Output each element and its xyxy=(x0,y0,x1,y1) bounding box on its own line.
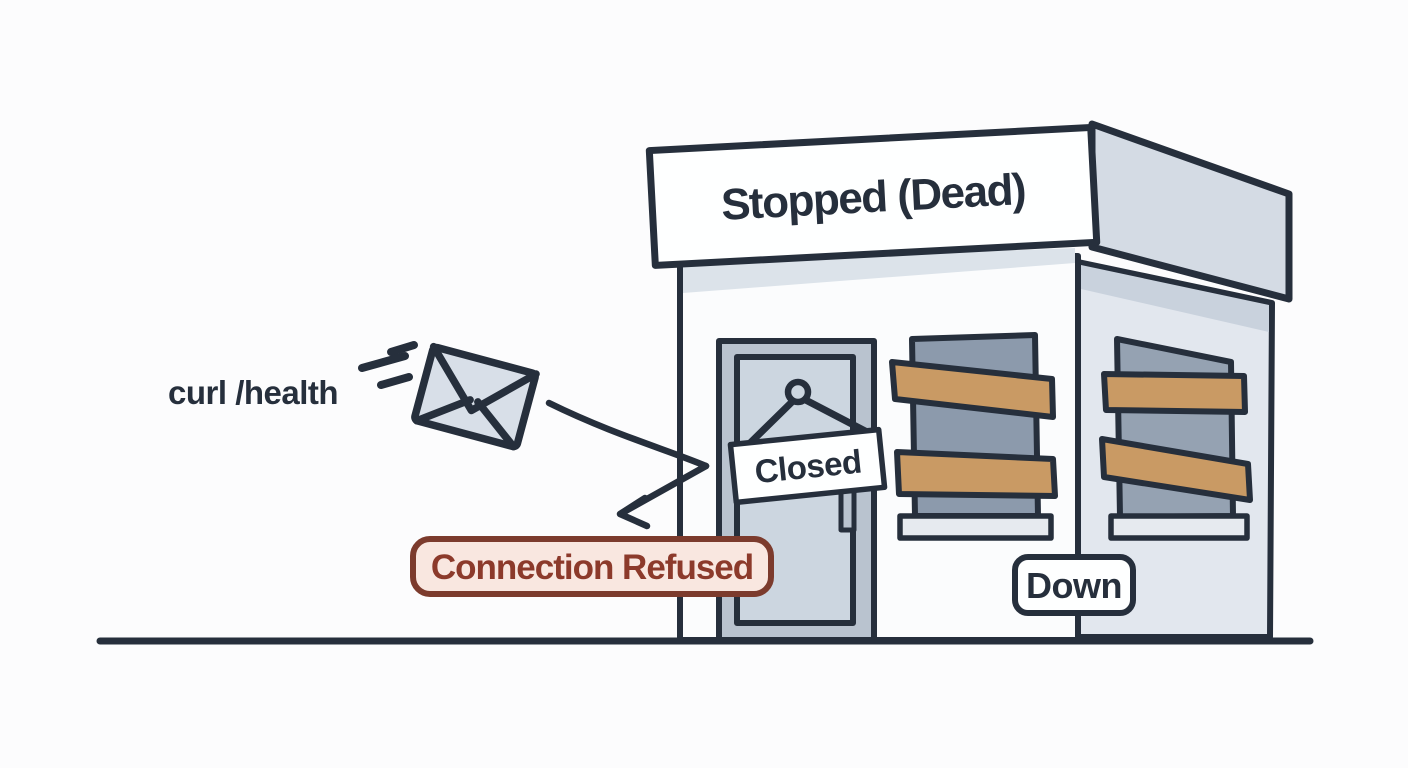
status-badge: Down xyxy=(1012,554,1136,616)
request-command-label: curl /health xyxy=(168,374,338,411)
closed-sign: Closed xyxy=(727,426,888,506)
error-badge: Connection Refused xyxy=(410,536,774,597)
envelope-icon xyxy=(411,342,540,451)
bounce-arrow-curve xyxy=(545,399,710,470)
speed-line xyxy=(387,341,418,356)
front-window xyxy=(889,332,1058,541)
sign-strings xyxy=(741,392,873,452)
speed-line xyxy=(358,352,409,372)
bounce-arrowhead xyxy=(616,494,651,530)
status-badge-box xyxy=(1012,554,1136,616)
envelope-flap xyxy=(429,342,540,415)
envelope-body xyxy=(411,343,539,451)
side-window xyxy=(1099,336,1253,541)
speed-lines-icon xyxy=(358,341,418,389)
sign-hook-icon xyxy=(784,378,812,406)
bounce-arrow-icon xyxy=(545,399,710,530)
front-window-sill xyxy=(897,513,1054,541)
closed-sign-board xyxy=(727,426,888,506)
speed-line xyxy=(377,373,413,389)
envelope-back-folds xyxy=(413,396,518,451)
front-window-board-bottom xyxy=(894,449,1058,499)
shop-sign: Stopped (Dead) xyxy=(645,123,1101,269)
side-window-board-top xyxy=(1101,371,1248,415)
shop-sign-board xyxy=(645,123,1101,269)
side-wall-shadow xyxy=(1081,265,1269,332)
side-window-board-bottom xyxy=(1099,436,1253,503)
front-window-board-top xyxy=(889,359,1056,420)
status-badge-label: Down xyxy=(1026,565,1122,606)
error-badge-label: Connection Refused xyxy=(431,548,753,587)
side-window-sill xyxy=(1108,513,1250,541)
error-badge-box xyxy=(410,536,774,597)
